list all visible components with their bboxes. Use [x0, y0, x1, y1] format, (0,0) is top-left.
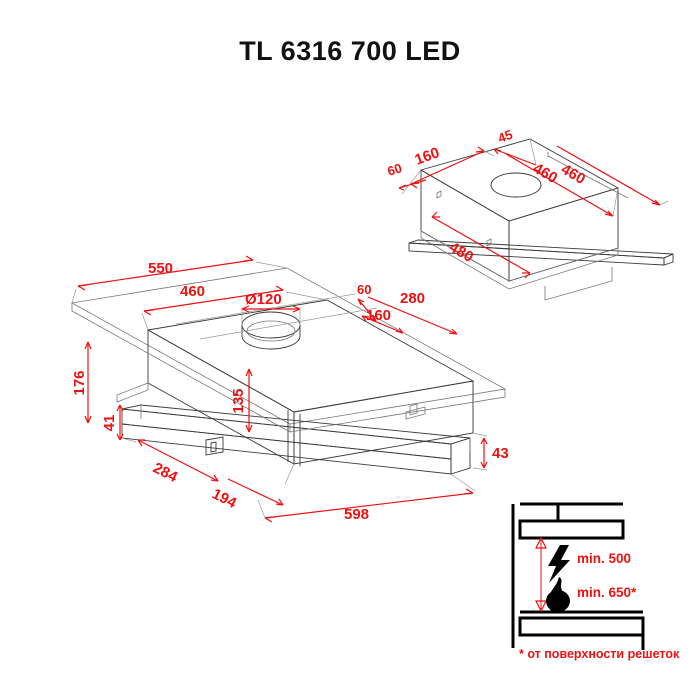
tr-drawer-front — [420, 230, 619, 290]
main-dim-43-text: 43 — [492, 445, 509, 462]
main-dim-176-text: 176 — [71, 370, 88, 395]
tr-dim-60-text: 60 — [385, 160, 403, 179]
main-dim-160-arrows — [361, 315, 404, 334]
tr-dim-480-arrows — [431, 211, 531, 279]
main-dim-598-text: 598 — [344, 506, 369, 523]
main-dim-460-line — [143, 289, 284, 312]
tr-dim-460v-line — [556, 145, 661, 206]
main-dim-176-arrows — [84, 341, 92, 424]
install-view-group: min. 500 min. 650* * от поверхности реше… — [511, 502, 680, 661]
main-rail-right-tab — [409, 403, 418, 416]
tr-top-seam-2 — [547, 155, 629, 199]
main-dim-280-line — [367, 296, 458, 335]
main-duct-collar-top — [241, 311, 301, 339]
main-view-group: 550 460 Ø120 60 280 160 176 41 135 — [70, 255, 509, 523]
tr-ext-lines — [401, 138, 669, 217]
main-dim-160-line — [361, 315, 404, 334]
install-clearance-arrow-heads — [535, 536, 547, 613]
main-dim-598-line — [264, 492, 474, 519]
main-drawer-seam — [140, 405, 471, 452]
main-dim-194-line — [227, 478, 284, 506]
tr-mount-tab-right — [486, 238, 492, 247]
tr-dim-160-line — [410, 150, 485, 185]
main-dim-160-text: 160 — [366, 307, 391, 324]
main-dim-550-line — [77, 259, 254, 287]
main-plate-edge — [71, 303, 506, 433]
main-dim-280-arrows — [448, 328, 458, 335]
tr-dim-45-text: 45 — [496, 127, 515, 146]
main-drawer-face — [121, 408, 452, 460]
main-dim-284-arrows — [137, 439, 219, 482]
tr-duct-outlet-ellipse — [490, 172, 542, 198]
main-control-switch — [205, 436, 224, 456]
main-dim-194-arrows — [275, 498, 284, 506]
install-hood-body — [518, 519, 625, 540]
tr-base-shadow — [544, 267, 613, 301]
main-dim-60-arrows — [357, 298, 377, 322]
main-dim-43-arrows — [480, 437, 488, 469]
main-dim-598-arrows — [264, 488, 474, 523]
main-dim-41-arrows — [116, 404, 124, 441]
tr-mount-tab-left — [436, 190, 442, 199]
main-dim-dia-text: Ø120 — [245, 291, 282, 308]
tr-dim-45-line — [493, 148, 537, 166]
main-dim-284-text: 284 — [150, 459, 181, 486]
main-dim-194-text: 194 — [209, 485, 240, 512]
page-title: TL 6316 700 LED — [239, 36, 461, 66]
install-footnote: * от поверхности решеток — [519, 647, 680, 661]
main-dim-460-text: 460 — [180, 283, 205, 300]
install-electric-label: min. 500 — [577, 551, 631, 566]
main-dim-280-text: 280 — [400, 290, 425, 307]
main-body-top-face — [146, 299, 475, 413]
main-dim-135-text: 135 — [230, 388, 247, 413]
tr-dim-60-arrow — [398, 184, 407, 191]
main-rail-right — [405, 406, 426, 420]
flame-icon-base — [546, 590, 570, 612]
main-rail-left — [116, 382, 149, 403]
main-dim-60-line — [357, 298, 377, 322]
tr-dim-460r-line — [505, 153, 614, 217]
main-dim-dia-arrows — [241, 305, 301, 313]
main-body-left-face — [147, 329, 295, 465]
tr-dim-160-arrows — [410, 146, 485, 189]
main-dim-60-text: 60 — [357, 282, 371, 297]
install-gas-label: min. 650* — [577, 585, 637, 600]
tr-dim-460v-text: 460 — [558, 161, 588, 188]
install-hob-body — [518, 616, 645, 637]
main-dim-550-arrows — [77, 255, 254, 291]
tr-body-top-face — [419, 138, 620, 222]
tr-dim-480-line — [431, 216, 531, 274]
tr-dim-45-arrows — [493, 148, 502, 155]
main-control-switch-button — [210, 441, 217, 453]
main-dim-135-arrows — [245, 368, 253, 433]
tr-rail-cap — [663, 253, 674, 266]
main-dim-550-text: 550 — [148, 260, 173, 277]
lightning-bolt-icon — [548, 545, 570, 583]
tr-body-right-face — [508, 187, 619, 282]
main-ext-lines — [71, 261, 488, 519]
main-dim-284-line — [137, 439, 219, 482]
tr-dim-460r-arrows — [604, 210, 614, 217]
main-dim-41-text: 41 — [101, 415, 118, 432]
main-dim-460-arrows — [143, 285, 284, 316]
tr-dim-460v-arrows — [651, 199, 661, 206]
main-duct-collar-body — [241, 325, 301, 350]
main-drawer-right-cap — [450, 437, 471, 475]
top-right-view-group: 60 160 45 460 460 480 — [385, 127, 674, 301]
